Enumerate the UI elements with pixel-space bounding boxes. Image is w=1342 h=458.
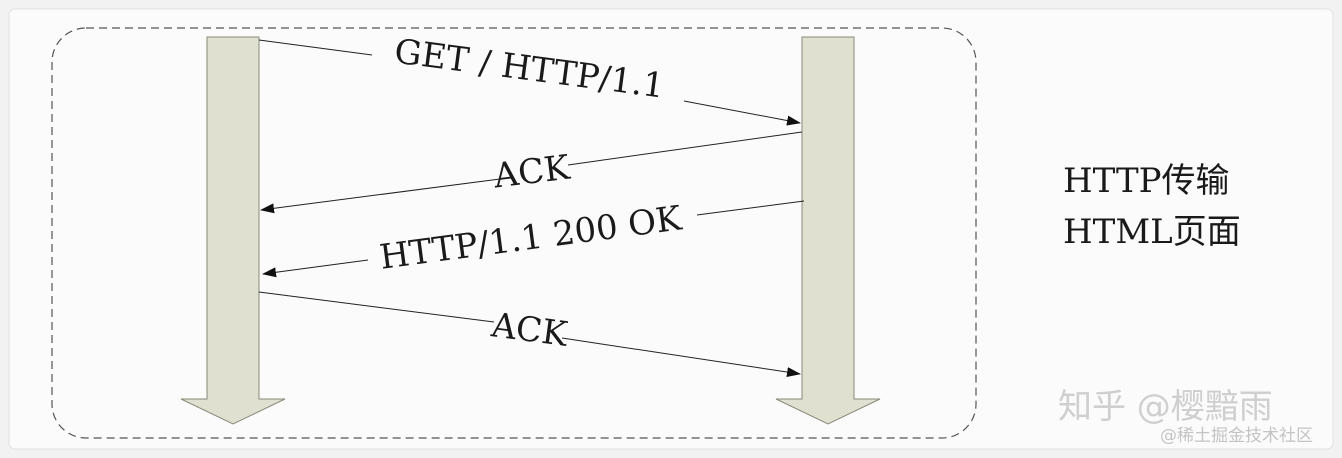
client-lifeline-arrow — [180, 36, 286, 425]
message-label-ack-1: ACK — [491, 148, 573, 197]
watermark: 知乎 @樱黯雨 @稀土掘金技术社区 — [1058, 387, 1313, 446]
watermark-sub: @稀土掘金技术社区 — [1160, 426, 1313, 446]
watermark-main: 知乎 @樱黯雨 — [1058, 387, 1273, 427]
side-note-line-1: HTTP传输 — [1063, 161, 1230, 201]
panel-background — [8, 8, 1334, 450]
message-line-segment — [696, 200, 805, 216]
message-arrow-segment — [262, 259, 369, 278]
message-line-segment — [567, 131, 803, 166]
message-arrow-segment — [683, 100, 801, 126]
message-line-segment — [258, 39, 373, 56]
side-note-line-2: HTML页面 — [1063, 212, 1241, 252]
side-note: HTTP传输 HTML页面 — [1063, 161, 1241, 252]
message-arrow-segment — [561, 337, 801, 377]
dashed-group-border — [51, 27, 977, 439]
message-arrow-segment — [260, 178, 501, 214]
server-lifeline-arrow — [775, 36, 881, 425]
message-ack-1: ACK — [260, 131, 803, 214]
message-line-segment — [258, 291, 495, 323]
